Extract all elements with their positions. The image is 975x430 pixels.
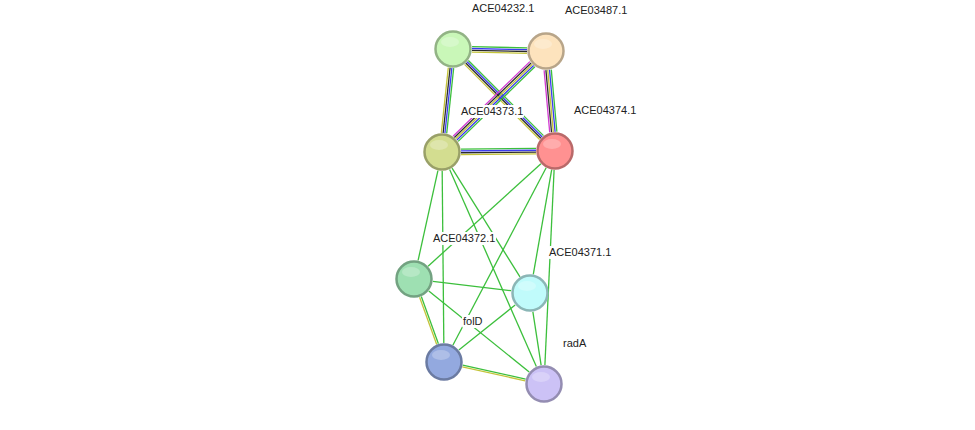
protein-node: ACE04371.1 xyxy=(511,274,549,312)
edge-line xyxy=(465,64,540,139)
node-circle xyxy=(511,274,549,312)
edge-group xyxy=(545,170,554,365)
node-disc xyxy=(529,34,564,69)
node-highlight xyxy=(532,372,550,382)
edge-line xyxy=(461,151,536,153)
node-label: folD xyxy=(462,315,484,328)
edge-line xyxy=(544,70,550,132)
edge-line xyxy=(459,305,515,350)
edge-line xyxy=(545,170,554,365)
edge-line xyxy=(533,312,541,365)
node-circle xyxy=(527,32,565,70)
protein-node: ACE04374.1 xyxy=(536,132,574,170)
edge-line xyxy=(467,62,542,137)
node-disc xyxy=(527,367,562,402)
edge-line xyxy=(418,171,438,261)
edge-group xyxy=(418,171,438,261)
edge-line xyxy=(458,67,535,142)
protein-node: ACE04232.1 xyxy=(434,30,472,68)
edge-line xyxy=(433,281,511,290)
edge-group xyxy=(461,148,536,154)
edge-group xyxy=(453,62,535,142)
edge-line xyxy=(453,62,530,137)
protein-node: ACE04373.1 xyxy=(423,133,461,171)
protein-node: ACE04372.1 xyxy=(395,260,433,298)
node-label: ACE04232.1 xyxy=(471,2,535,15)
edge-group xyxy=(472,47,527,54)
edge-line xyxy=(472,52,527,53)
edge-group xyxy=(453,168,546,345)
node-highlight xyxy=(534,39,552,49)
protein-node: ACE03487.1 xyxy=(527,32,565,70)
edge-group xyxy=(465,61,544,140)
edge-group xyxy=(433,281,511,290)
edge-line xyxy=(472,50,527,51)
protein-node: folD xyxy=(425,343,463,381)
node-label: ACE04371.1 xyxy=(548,246,612,259)
edge-line xyxy=(420,297,437,344)
node-disc xyxy=(427,345,462,380)
edge-group xyxy=(442,171,444,343)
node-highlight xyxy=(430,140,448,150)
node-label: radA xyxy=(562,337,587,350)
edge-line xyxy=(428,164,541,266)
edge-line xyxy=(462,367,525,381)
edge-line xyxy=(441,68,448,133)
node-highlight xyxy=(441,37,459,47)
edge-line xyxy=(461,150,536,152)
node-disc xyxy=(425,135,460,170)
edge-line xyxy=(442,171,444,343)
edge-group xyxy=(533,312,541,365)
edge-group xyxy=(544,70,557,133)
node-circle xyxy=(395,260,433,298)
node-circle xyxy=(525,365,563,403)
node-disc xyxy=(436,32,471,67)
edge-line xyxy=(457,66,534,141)
node-circle xyxy=(425,343,463,381)
edge-group xyxy=(462,365,525,381)
node-highlight xyxy=(402,267,420,277)
edge-line xyxy=(461,153,536,155)
edge-group xyxy=(459,305,515,350)
protein-node: radA xyxy=(525,365,563,403)
edge-group xyxy=(428,164,541,266)
edge-line xyxy=(468,61,543,136)
edge-line xyxy=(463,365,526,379)
node-circle xyxy=(536,132,574,170)
node-label: ACE03487.1 xyxy=(564,4,628,17)
edge-line xyxy=(472,47,527,48)
edge-line xyxy=(466,63,541,138)
node-highlight xyxy=(432,350,450,360)
edge-line xyxy=(456,64,533,139)
node-highlight xyxy=(518,281,536,291)
edge-line xyxy=(454,63,531,138)
node-disc xyxy=(397,262,432,297)
node-disc xyxy=(513,276,548,311)
node-label: ACE04374.1 xyxy=(573,104,637,117)
node-highlight xyxy=(543,139,561,149)
edge-line xyxy=(452,168,520,277)
node-circle xyxy=(423,133,461,171)
edge-line xyxy=(472,49,527,50)
edge-line xyxy=(421,297,438,344)
edge-group xyxy=(452,168,520,277)
edge-line xyxy=(461,148,536,150)
node-label: ACE04372.1 xyxy=(432,232,496,245)
edge-line xyxy=(453,168,546,345)
edge-group xyxy=(420,297,439,345)
edge-group xyxy=(441,68,453,134)
node-label: ACE04373.1 xyxy=(460,105,524,118)
node-disc xyxy=(538,134,573,169)
node-circle xyxy=(434,30,472,68)
